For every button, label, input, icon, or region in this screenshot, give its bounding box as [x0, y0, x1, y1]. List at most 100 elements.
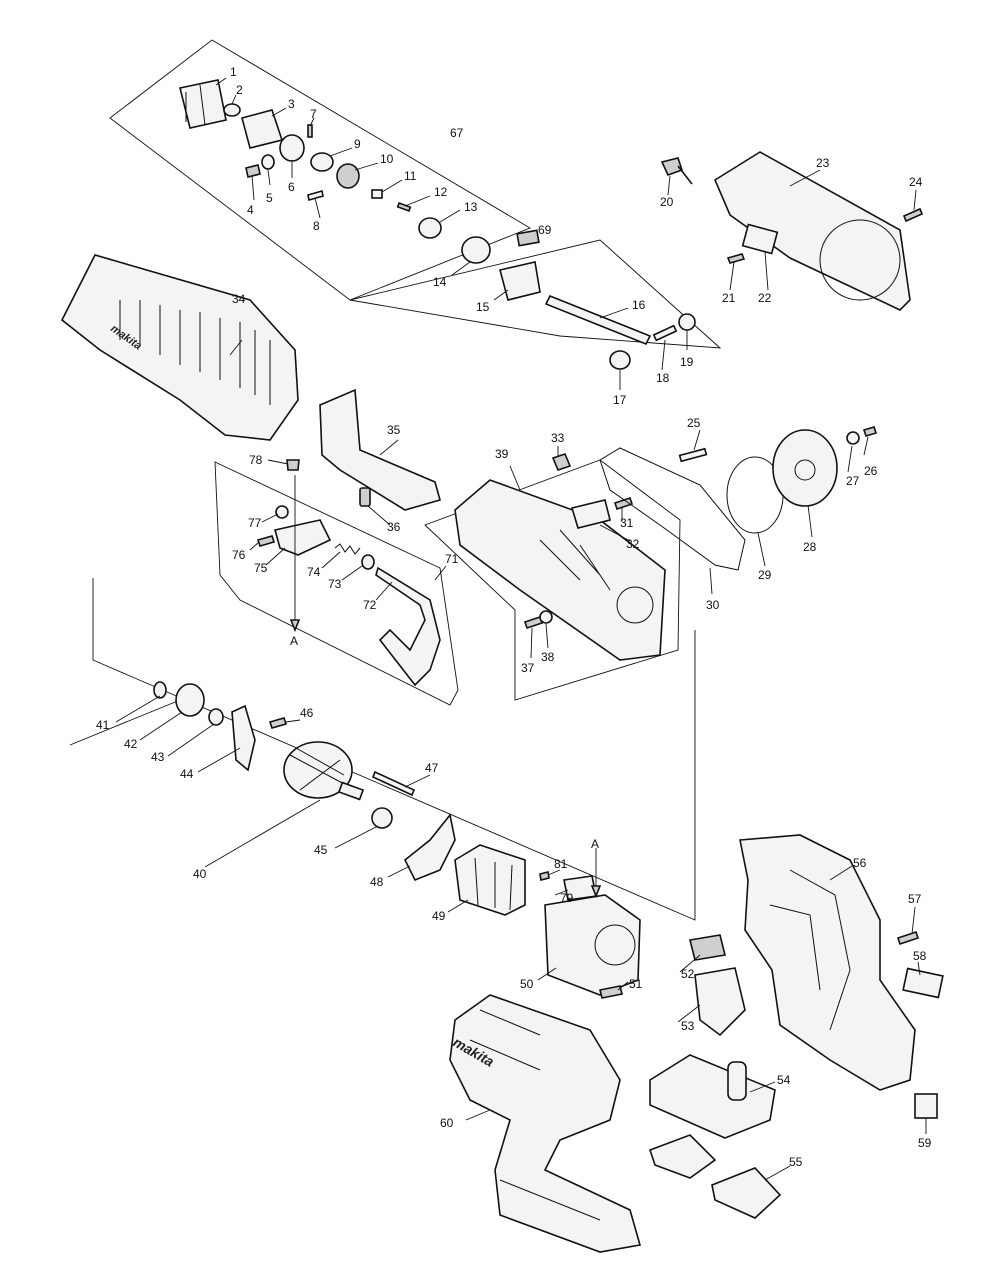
part-22-plate: [741, 223, 779, 255]
part-4-bolt: [245, 164, 261, 178]
part-5-spring: [261, 154, 275, 170]
label-6: 6: [288, 180, 295, 194]
label-14: 14: [433, 275, 447, 289]
label-74: 74: [307, 565, 321, 579]
label-38: 38: [541, 650, 555, 664]
label-71: 71: [445, 552, 459, 566]
label-79: 79: [560, 891, 574, 905]
part-72-lever-wire: [375, 566, 441, 687]
label-72: 72: [363, 598, 377, 612]
part-37-screw: [523, 615, 544, 630]
label-17: 17: [613, 393, 627, 407]
part-60-housing-left: [449, 994, 642, 1253]
label-19: 19: [680, 355, 694, 369]
label-39: 39: [495, 447, 509, 461]
part-53-switch: [694, 967, 746, 1037]
part-32-plate: [570, 499, 611, 529]
part-76-screw: [256, 535, 276, 547]
label-16: 16: [632, 298, 646, 312]
label-75: 75: [254, 561, 268, 575]
label-9: 9: [354, 137, 361, 151]
part-78-screw: [286, 459, 300, 471]
part-46-screw: [268, 717, 288, 729]
label-76: 76: [232, 548, 246, 562]
group-16-outline: [349, 239, 722, 349]
part-33-nut: [551, 453, 572, 471]
part-25-pin: [678, 447, 708, 463]
label-23: 23: [816, 156, 830, 170]
part-3-sleeve: [241, 109, 284, 149]
label-54: 54: [777, 1073, 791, 1087]
label-55: 55: [789, 1155, 803, 1169]
part-57-screw: [896, 930, 920, 946]
label-3: 3: [288, 97, 295, 111]
part-77-collar: [275, 505, 289, 519]
part-42-bearing: [175, 683, 205, 717]
label-32: 32: [626, 537, 640, 551]
label-48: 48: [370, 875, 384, 889]
label-12: 12: [434, 185, 448, 199]
label-43: 43: [151, 750, 165, 764]
part-49-stator: [454, 844, 526, 916]
part-81-screw: [539, 871, 550, 881]
part-23-cover: [713, 151, 911, 311]
leader-lines: [115, 77, 927, 1181]
label-10: 10: [380, 152, 394, 166]
label-51: 51: [629, 977, 643, 991]
label-52: 52: [681, 967, 695, 981]
label-13: 13: [464, 200, 478, 214]
label-44: 44: [180, 767, 194, 781]
part-27-washer: [846, 431, 860, 445]
label-15: 15: [476, 300, 490, 314]
label-78: 78: [249, 453, 263, 467]
part-48-fan-baffle: [403, 813, 456, 882]
part-38-washer: [539, 610, 553, 624]
part-16-shaft: [544, 294, 652, 346]
part-10-cam: [336, 163, 360, 189]
part-24-screw: [902, 207, 924, 223]
part-31-screw: [613, 496, 634, 511]
part-30-gasket: [599, 447, 746, 571]
label-73: 73: [328, 577, 342, 591]
part-74-spring: [334, 543, 361, 555]
label-33: 33: [551, 431, 565, 445]
label-69: 69: [538, 223, 552, 237]
part-52-switch-lever: [689, 934, 726, 961]
label-2: 2: [236, 83, 243, 97]
label-67: 67: [450, 126, 464, 140]
label-50: 50: [520, 977, 534, 991]
label-37: 37: [521, 661, 535, 675]
label-42: 42: [124, 737, 138, 751]
label-59: 59: [918, 1136, 932, 1150]
part-1-holder: [179, 79, 227, 129]
ref-label-a-top: A: [290, 634, 298, 648]
label-49: 49: [432, 909, 446, 923]
part-14-ring: [461, 236, 491, 264]
label-22: 22: [758, 291, 772, 305]
part-56-housing-right: [739, 834, 916, 1091]
label-1: 1: [230, 65, 237, 79]
bracket-41-45: [69, 699, 181, 746]
label-56: 56: [853, 856, 867, 870]
part-6-bearing: [279, 134, 305, 162]
part-58-label: [902, 967, 944, 999]
label-21: 21: [722, 291, 736, 305]
part-9-ring: [310, 152, 334, 172]
part-13-pulley: [418, 217, 442, 239]
part-23-opening: [819, 219, 901, 301]
part-28-bearing-cap: [772, 429, 838, 507]
part-45-bearing: [371, 807, 393, 829]
part-19-washer: [678, 313, 696, 331]
label-28: 28: [803, 540, 817, 554]
part-21-screw: [726, 253, 746, 264]
part-36-screw: [359, 487, 371, 507]
label-5: 5: [266, 191, 273, 205]
part-11-plate: [371, 189, 383, 199]
label-11: 11: [404, 169, 417, 183]
label-25: 25: [687, 416, 701, 430]
part-labels: 1 2 3 7 67 9 10 6 5 11 4 12 13 8 69 20 2…: [96, 65, 932, 1169]
part-75-clamp: [274, 519, 332, 556]
label-57: 57: [908, 892, 922, 906]
part-51-screw: [599, 985, 623, 999]
